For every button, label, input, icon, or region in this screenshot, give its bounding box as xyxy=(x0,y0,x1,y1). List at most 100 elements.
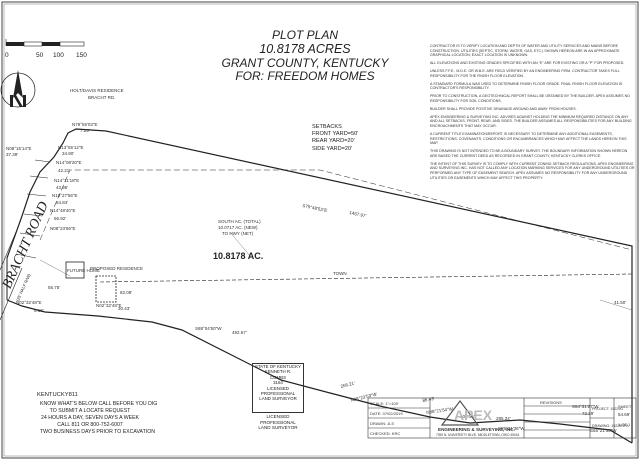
bearing-label: N08°15'14"E xyxy=(6,146,32,151)
tb-sheet-label: SHEET xyxy=(618,404,632,409)
north-arrow-icon xyxy=(0,70,36,108)
tb-revisions: REVISIONS xyxy=(540,400,562,405)
ky811-heading: KENTUCKY811 xyxy=(37,392,78,398)
bearing-label: N10°27'56"E xyxy=(52,193,78,198)
bearing-label: N02°32'48"E xyxy=(96,303,122,308)
distance-label: 54.69' xyxy=(618,412,631,417)
setback-side: SIDE YARD=20' xyxy=(312,145,353,152)
setback-rear: REAR YARD=20' xyxy=(312,138,355,145)
tb-checked: CHECKED: KRC xyxy=(370,431,401,436)
scale-label-0: 0 xyxy=(5,52,9,59)
future-home-label: FUTURE HOME xyxy=(67,268,100,273)
distance-label: 55.75' xyxy=(48,285,61,290)
ky811-line: TO SUBMIT A LOCATE REQUEST xyxy=(49,408,131,414)
stamp-caption-line: LICENSED xyxy=(266,414,290,419)
plan-county: GRANT COUNTY, KENTUCKY xyxy=(221,56,389,70)
general-notes: CONTRACTOR IS TO VERIFY LOCATION AND DEP… xyxy=(430,44,635,184)
stamp-professional: PROFESSIONAL xyxy=(260,391,296,397)
surveyor-stamp: STATE OF KENTUCKY KENNETH R. COMBS 3164 … xyxy=(252,363,304,413)
bearing-label: N14°11'18"E xyxy=(54,178,80,183)
distance-label: 100.46' xyxy=(460,414,475,419)
bearing-label: S88°04'50"W xyxy=(195,326,222,331)
tb-firm: ENGINEERING & SURVEYING, INC. xyxy=(438,427,515,432)
note-item: THE INTENT OF THIS SURVEY IS TO COMPLY W… xyxy=(430,161,635,180)
scale-label-50: 50 xyxy=(36,52,44,59)
bearing-label: N13°55'12"E xyxy=(58,145,84,150)
area-label-net: TO HWY (NET) xyxy=(222,231,254,236)
distance-label: 54.84' xyxy=(56,200,69,205)
setbacks-heading: SETBACKS xyxy=(312,124,342,130)
tb-drawn: DRAWN: JLS xyxy=(370,421,395,426)
distance-label: 492.67' xyxy=(232,330,247,335)
ky811-line: 24 HOURS A DAY, SEVEN DAYS A WEEK xyxy=(40,415,140,421)
stamp-caption-line: PROFESSIONAL xyxy=(260,419,296,425)
setbacks-block: SETBACKS FRONT YARD=50' REAR YARD=20' SI… xyxy=(312,124,358,153)
bearing-label: N14°48'40"E xyxy=(50,208,76,213)
scale-label-100: 100 xyxy=(53,52,64,59)
stamp-caption-line: LAND SURVEYOR xyxy=(258,425,298,431)
note-item: BUILDER SHALL PROVIDE POSITIVE DRAINAGE … xyxy=(430,106,577,111)
distance-label: 285.34' xyxy=(496,416,511,421)
note-item: THIS DRAWING IS NOT INTENDED TO BE A BOU… xyxy=(430,149,628,158)
plan-title: PLOT PLAN xyxy=(271,28,339,42)
tb-date: DATE: 07/02/2019 xyxy=(370,411,403,416)
plan-acreage: 10.8178 ACRES xyxy=(259,42,351,56)
distance-label: 8.18' xyxy=(34,308,44,313)
ky811-line: KNOW WHAT'S BELOW CALL BEFORE YOU DIG xyxy=(40,401,158,407)
distance-label: 42.21' xyxy=(58,168,71,173)
note-item: A STANDARD FORMULA WAS USED TO DETERMINE… xyxy=(430,81,623,91)
logo-text: APEX xyxy=(454,407,493,423)
scale-bar xyxy=(5,39,85,47)
bearing-label: S64°31'27"W xyxy=(572,404,599,409)
scale-label-150: 150 xyxy=(76,52,87,59)
stamp-name: KENNETH R. xyxy=(264,369,292,375)
area-label-total: SOUTH AC. (TOTAL) xyxy=(218,219,261,224)
tb-drawing: DRAWING: 19229GPA xyxy=(592,424,629,428)
note-item: APEX ENGINEERING & SURVEYING INC. ADVISE… xyxy=(430,114,632,129)
stamp-surveyor: LAND SURVEYOR xyxy=(259,396,297,402)
area-label-new: 10.0717 AC. (NEW) xyxy=(218,225,258,230)
ky811-line: TWO BUSINESS DAYS PRIOR TO EXCAVATION xyxy=(40,429,156,435)
stamp-surname: COMBS xyxy=(269,374,287,380)
ky811-line: CALL 811 OR 800-752-6007 xyxy=(57,422,123,428)
centerline-label: TOWN xyxy=(333,271,347,276)
distance-label: 30.43' xyxy=(118,306,131,311)
stamp-licensed: LICENSED xyxy=(267,385,289,391)
stamp-caption: LICENSED PROFESSIONAL LAND SURVEYOR xyxy=(252,414,304,431)
tb-sheet-number: 1 OF 1 xyxy=(618,422,631,427)
proposed-residence-label: PROPOSED RESIDENCE xyxy=(90,266,144,271)
bearing-label: N79°55'03"E xyxy=(72,122,98,127)
apex-logo-icon: APEX xyxy=(440,400,493,426)
neighbor-label: HOLT/DAVIS RESIDENCE xyxy=(70,88,124,93)
note-item: PRIOR TO CONSTRUCTION, A GEOTECHNICAL RE… xyxy=(430,94,630,103)
distance-label: 72.29' xyxy=(582,411,595,416)
tb-scale: SCALE: 1"=100' xyxy=(370,401,399,406)
stamp-state: STATE OF KENTUCKY xyxy=(255,364,301,369)
distance-label: 82.08' xyxy=(120,290,133,295)
bearing-label: S65°21'35"W xyxy=(590,428,617,433)
stamp-number: 3164 xyxy=(273,380,283,386)
bearing-label: N02°32'48"E xyxy=(16,300,42,305)
note-item: UNLESS F.F.E., M.D.E. OR W.B.E. ARE FIEL… xyxy=(430,69,620,78)
note-item: ALL ELEVATIONS AND EXISTING GRADES SPECI… xyxy=(430,61,625,66)
bearing-label: N08°23'56"E xyxy=(50,226,76,231)
distance-label: 34.90' xyxy=(62,151,75,156)
tb-project: PROJECT: 19229G xyxy=(592,407,624,411)
plan-client: FOR: FREEDOM HOMES xyxy=(235,69,375,83)
neighbor-road: BRACHT RD. xyxy=(88,95,116,100)
distance-label: 41.50' xyxy=(614,300,627,305)
distance-label: 7.25' xyxy=(80,128,90,133)
setback-front: FRONT YARD=50' xyxy=(312,131,359,138)
tb-address: 7390 N. UNIVERSITY BLVD. MIDDLETOWN, OHI… xyxy=(436,433,520,437)
title-block-lines xyxy=(367,397,637,439)
bearing-label: S89°21'36"W xyxy=(498,426,525,431)
property-boundary xyxy=(0,128,633,444)
note-item: CONTRACTOR IS TO VERIFY LOCATION AND DEP… xyxy=(430,44,620,58)
distance-label: 37.39' xyxy=(6,152,19,157)
distance-label: 56.92' xyxy=(54,216,67,221)
acreage-label: 10.8178 AC. xyxy=(213,251,264,261)
bearing-label: N14°08'20"E xyxy=(56,160,82,165)
distance-label: 43.95' xyxy=(56,185,69,190)
